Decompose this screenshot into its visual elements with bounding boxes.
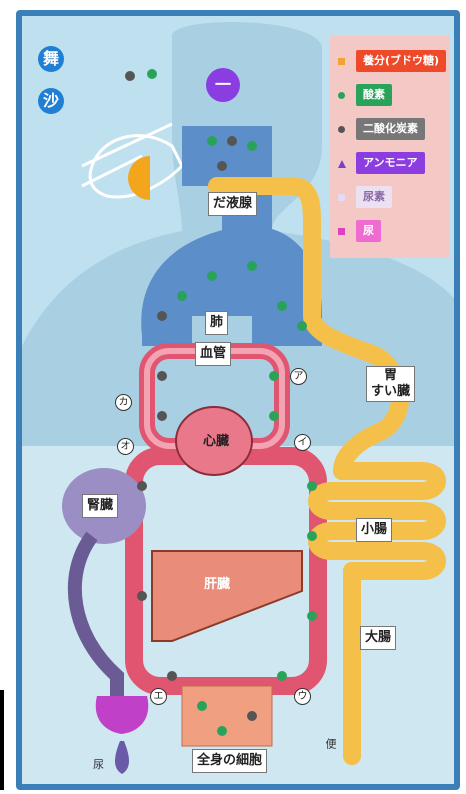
- corner-tag-2: 沙: [38, 88, 64, 114]
- legend-item: 養分(ブドウ糖): [338, 50, 448, 74]
- legend-square-icon: [338, 58, 345, 65]
- label-feces: 便: [322, 738, 338, 749]
- label-cells: 全身の細胞: [192, 749, 267, 773]
- diagram-frame: 養分(ブドウ糖) 酸素二酸化炭素アンモニア尿素尿 舞 沙 一 だ液腺 肺 血管 心…: [16, 10, 460, 790]
- marker-o: オ: [117, 438, 134, 455]
- legend-square-icon: [338, 194, 345, 201]
- mouth-circle-badge: 一: [206, 68, 240, 102]
- legend-item: 二酸化炭素: [338, 118, 448, 142]
- legend-dot-icon: [338, 126, 345, 133]
- legend-square-icon: [338, 228, 345, 235]
- label-large-intestine: 大腸: [360, 626, 396, 650]
- label-vessel: 血管: [195, 342, 231, 366]
- label-heart: 心臓: [199, 431, 233, 453]
- label-small-intestine: 小腸: [356, 518, 392, 542]
- legend-label: 尿素: [356, 186, 392, 208]
- marker-u: ウ: [294, 688, 311, 705]
- label-kidney: 腎臓: [82, 494, 118, 518]
- legend-item: 尿: [338, 220, 448, 244]
- legend-triangle-icon: [338, 160, 346, 168]
- legend-label: アンモニア: [356, 152, 425, 174]
- marker-e: エ: [150, 688, 167, 705]
- legend-item: 酸素: [338, 84, 448, 108]
- left-edge-bar: [0, 690, 4, 790]
- legend-label: 二酸化炭素: [356, 118, 425, 140]
- legend-dot-icon: [338, 92, 345, 99]
- marker-ka: カ: [115, 394, 132, 411]
- legend-item: アンモニア: [338, 152, 448, 176]
- label-liver: 肝臓: [200, 574, 234, 596]
- corner-tag-1: 舞: [38, 46, 64, 72]
- label-salivary: だ液腺: [208, 192, 257, 216]
- legend-label: 尿: [356, 220, 381, 242]
- marker-a: ア: [290, 368, 307, 385]
- marker-i: イ: [294, 434, 311, 451]
- legend-item: 尿素: [338, 186, 448, 210]
- body-cells-block: [182, 686, 272, 746]
- legend-label: 酸素: [356, 84, 392, 106]
- legend-panel: 養分(ブドウ糖) 酸素二酸化炭素アンモニア尿素尿: [330, 36, 450, 258]
- label-urine: 尿: [93, 756, 104, 772]
- label-lung: 肺: [205, 311, 228, 335]
- label-stomach: 胃 すい臓: [366, 366, 415, 402]
- legend-label: 養分(ブドウ糖): [356, 50, 446, 72]
